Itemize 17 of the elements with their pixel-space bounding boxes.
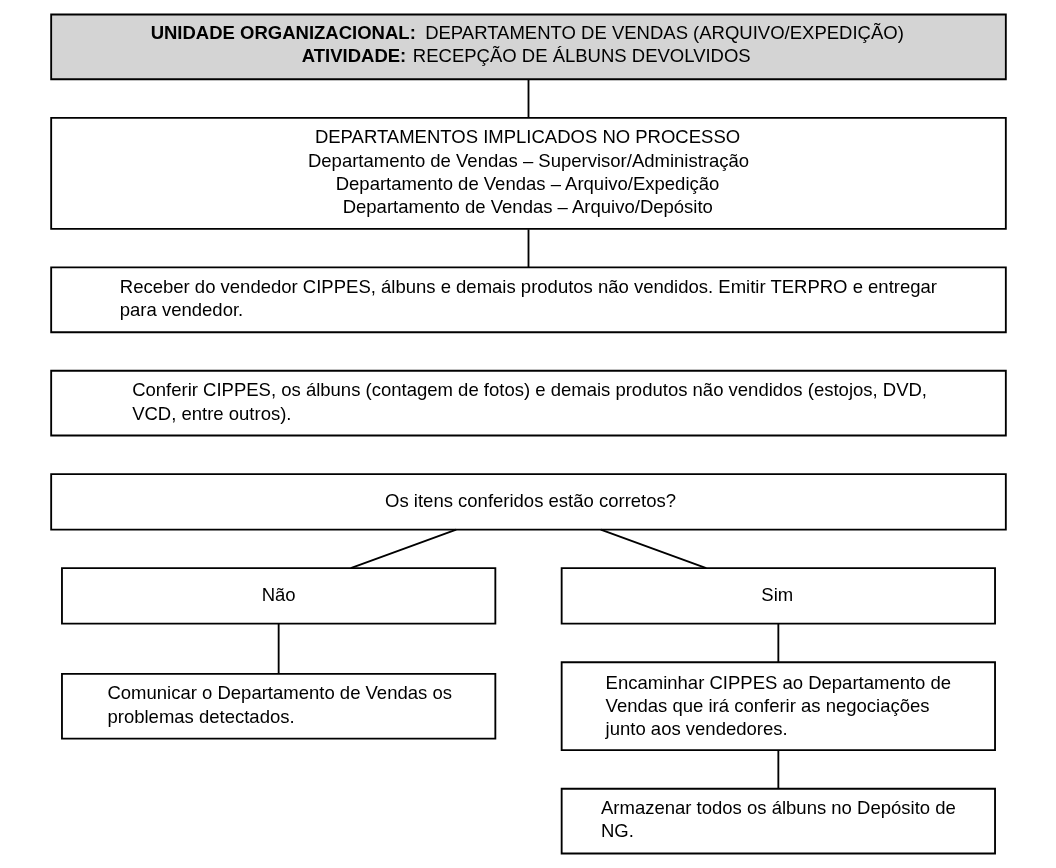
node-box: Os itens conferidos estão corretos? xyxy=(49,473,1007,531)
connector xyxy=(776,623,779,664)
connector xyxy=(527,78,529,119)
node-box: Encaminhar CIPPES ao Departamento de Vendas que irá conferir as negociações junto aos vendedores. xyxy=(560,661,996,752)
node-box: Receber do vendedor CIPPES, álbuns e demais produtos não vendidos. Emitir TERPRO e entregar para vendedor. xyxy=(49,266,1007,334)
connector xyxy=(349,528,457,570)
node-box: Comunicar o Departamento de Vendas os problemas detectados. xyxy=(60,672,496,740)
node-box: DEPARTAMENTOS IMPLICADOS NO PROCESSO Departamento de Vendas – Supervisor/Administração Departamento de Vendas – Arquivo/Expedição Departamento de Vendas – Arquivo/Depósito xyxy=(49,116,1007,230)
connector xyxy=(527,228,529,268)
connector xyxy=(599,528,707,570)
connector xyxy=(776,749,779,790)
node-box: UNIDADE ORGANIZACIONAL: DEPARTAMENTO DE VENDAS (ARQUIVO/EXPEDIÇÃO) ATIVIDADE: RECEPÇÃO DE ÁLBUNS DEVOLVIDOS xyxy=(49,13,1007,81)
node-box: Sim xyxy=(560,567,996,625)
node-box: Não xyxy=(60,567,496,625)
connector xyxy=(277,623,280,675)
node-box: Conferir CIPPES, os álbuns (contagem de fotos) e demais produtos não vendidos (estojos, DVD, VCD, entre outros). xyxy=(49,369,1007,437)
node-box: Armazenar todos os álbuns no Depósito de NG. xyxy=(560,787,996,855)
